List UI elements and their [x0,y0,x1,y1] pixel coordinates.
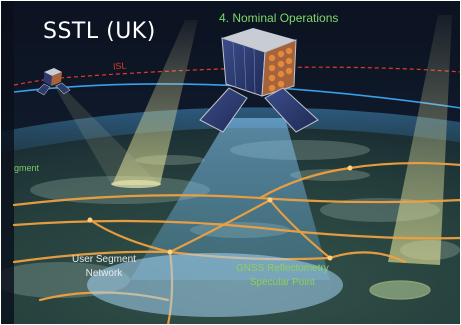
segment-label: gment [14,163,40,173]
page-title: SSTL (UK) [43,19,156,44]
gnss-line-2: Specular Point [249,276,315,288]
gnss-label: GNSS Reflectometry Specular Point [236,262,329,289]
gnss-line-1: GNSS Reflectometry [236,263,329,274]
user-segment-line-1: User Segment [72,254,136,265]
phase-label: 4. Nominal Operations [219,11,339,25]
satellite-small-icon [36,68,71,96]
user-segment-line-2: Network [85,267,123,279]
isl-label: ISL [112,60,127,72]
user-segment-label: User Segment Network [72,253,136,280]
satellite-main-icon [199,28,319,133]
